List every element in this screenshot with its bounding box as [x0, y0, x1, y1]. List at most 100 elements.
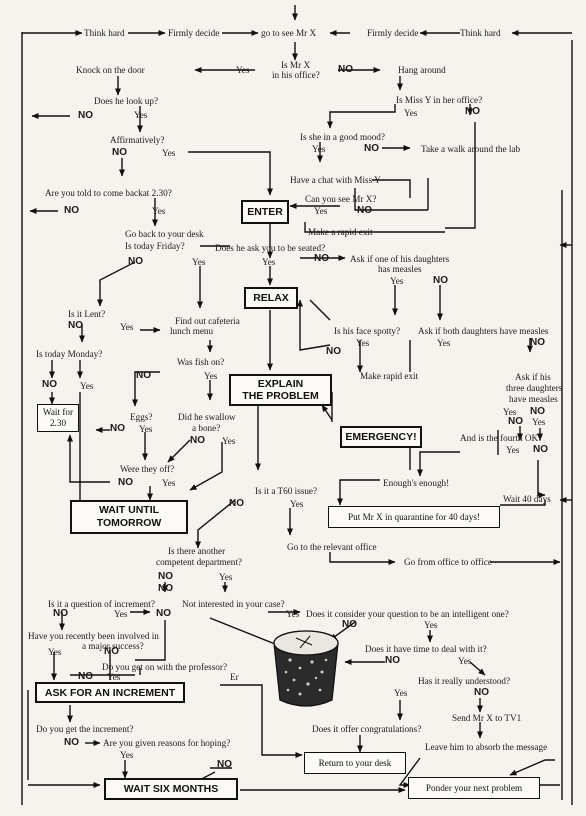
- box-explain-label-2: THE PROBLEM: [242, 390, 319, 402]
- answer-no: NO: [357, 205, 372, 216]
- answer-no: NO: [530, 406, 545, 417]
- box-emergency: [340, 426, 422, 448]
- node-absorb: Leave him to absorb the message: [425, 742, 548, 752]
- node-face-spotty: Is his face spotty?: [334, 326, 401, 336]
- node-enoughs-enough: Enough's enough!: [383, 478, 450, 488]
- box-wait-for-label: Wait for: [42, 407, 74, 417]
- answer-er: Er: [230, 672, 239, 682]
- node-get-increment: Do you get the increment?: [36, 724, 134, 734]
- node-cafeteria: Find out cafeteria: [175, 316, 240, 326]
- node-walk-lab: Take a walk around the lab: [421, 144, 521, 154]
- answer-no: NO: [190, 435, 205, 446]
- answer-no: NO: [104, 646, 119, 657]
- answer-no: NO: [342, 619, 357, 630]
- node-major-success: Have you recently been involved in: [28, 631, 159, 641]
- answer-yes: Yes: [219, 572, 233, 582]
- answer-yes: Yes: [290, 499, 304, 509]
- answer-no: NO: [156, 608, 171, 619]
- node-increment-q: Is it a question of increment?: [48, 599, 155, 609]
- answer-yes: Yes: [222, 436, 236, 446]
- answer-no: NO: [42, 379, 57, 390]
- box-explain-label-1: EXPLAIN: [257, 378, 304, 390]
- node-has-measles: has measles: [378, 264, 422, 274]
- node-is-monday: Is today Monday?: [36, 349, 103, 359]
- node-wait-40: Wait 40 days: [503, 494, 551, 504]
- node-asked-seated: Does he ask you to be seated?: [215, 243, 326, 253]
- node-get-on-prof: Do you get on with the professor?: [102, 662, 228, 672]
- box-ask-increment: [35, 682, 185, 703]
- node-is-mr-x: Is Mr X: [281, 60, 311, 70]
- node-knock: Knock on the door: [76, 65, 145, 75]
- node-send-tv1: Send Mr X to TV1: [452, 713, 522, 723]
- node-swallow-bone: Did he swallow: [178, 412, 236, 422]
- node-can-you-see: Can you see Mr X?: [305, 194, 377, 204]
- node-is-lent: Is it Lent?: [68, 309, 106, 319]
- box-wait-six-label: WAIT SIX MONTHS: [123, 783, 219, 795]
- box-relax-label: RELAX: [253, 292, 289, 304]
- box-wait-tomorrow-label-2: TOMORROW: [96, 517, 162, 529]
- answer-no: NO: [474, 687, 489, 698]
- answer-yes: Yes: [152, 206, 166, 216]
- node-not-interested: Not interested in your case?: [182, 599, 285, 609]
- answer-yes: Yes: [236, 65, 250, 75]
- answer-no: NO: [338, 64, 353, 75]
- node-time-to-deal: Does it have time to deal with it?: [365, 644, 487, 654]
- node-intelligent: Does it consider your question to be an …: [306, 609, 509, 619]
- box-wait-tomorrow-label-1: WAIT UNTIL: [98, 504, 160, 516]
- answer-no: NO: [53, 608, 68, 619]
- think-hard-left: Think hard: [84, 28, 125, 38]
- answer-yes: Yes: [204, 371, 218, 381]
- answer-no: NO: [217, 759, 232, 770]
- answer-yes: Yes: [134, 110, 148, 120]
- answer-yes: Yes: [312, 144, 326, 154]
- answer-no: NO: [433, 275, 448, 286]
- answer-no: NO: [112, 147, 127, 158]
- answer-yes: Yes: [390, 276, 404, 286]
- box-wait-until-tomorrow: [70, 500, 188, 534]
- answer-yes: Yes: [506, 445, 520, 455]
- answer-yes: Yes: [503, 407, 517, 417]
- node-relevant-office: Go to the relevant office: [287, 542, 377, 552]
- node-understood: Has it really understood?: [418, 676, 511, 686]
- box-quarantine-label: Put Mr X in quarantine for 40 days!: [348, 512, 480, 522]
- box-explain-problem: [229, 374, 332, 406]
- answer-no: NO: [314, 253, 329, 264]
- node-fish-on: Was fish on?: [177, 357, 225, 367]
- answer-no: NO: [465, 106, 480, 117]
- box-wait-time-label: 2.30: [49, 418, 67, 428]
- answer-yes: Yes: [114, 609, 128, 619]
- answer-yes: Yes: [107, 672, 121, 682]
- answer-yes: Yes: [120, 750, 134, 760]
- answer-yes: Yes: [80, 381, 94, 391]
- box-return-desk: [304, 752, 406, 774]
- node-lunch-menu: lunch menu: [170, 326, 214, 336]
- node-good-mood: Is she in a good mood?: [300, 132, 385, 142]
- answer-yes: Yes: [437, 338, 451, 348]
- answer-yes: Yes: [404, 108, 418, 118]
- box-ponder: [408, 777, 540, 799]
- answer-no: NO: [78, 671, 93, 682]
- node-t60: Is it a T60 issue?: [255, 486, 318, 496]
- node-hang-around: Hang around: [398, 65, 446, 75]
- node-look-up: Does he look up?: [94, 96, 159, 106]
- answer-yes: Yes: [262, 257, 276, 267]
- answer-yes: Yes: [120, 322, 134, 332]
- box-relax: [244, 287, 298, 309]
- node-is-friday: Is today Friday?: [125, 241, 185, 251]
- answer-no: NO: [136, 370, 151, 381]
- node-competent-dept: competent department?: [156, 557, 242, 567]
- answer-yes: Yes: [162, 478, 176, 488]
- firmly-decide-right: Firmly decide: [367, 28, 419, 38]
- answer-yes: Yes: [192, 257, 206, 267]
- node-in-office: in his office?: [272, 70, 320, 80]
- node-chat-miss-y: Have a chat with Miss Y: [290, 175, 381, 185]
- box-wait-six-months: [104, 778, 238, 800]
- box-return-desk-label: Return to your desk: [318, 758, 392, 768]
- node-daughters-measles: Ask if one of his daughters: [350, 254, 450, 264]
- answer-no: NO: [64, 205, 79, 216]
- answer-no: NO: [158, 571, 173, 582]
- node-affirmatively: Affirmatively?: [110, 135, 165, 145]
- answer-no: NO: [118, 477, 133, 488]
